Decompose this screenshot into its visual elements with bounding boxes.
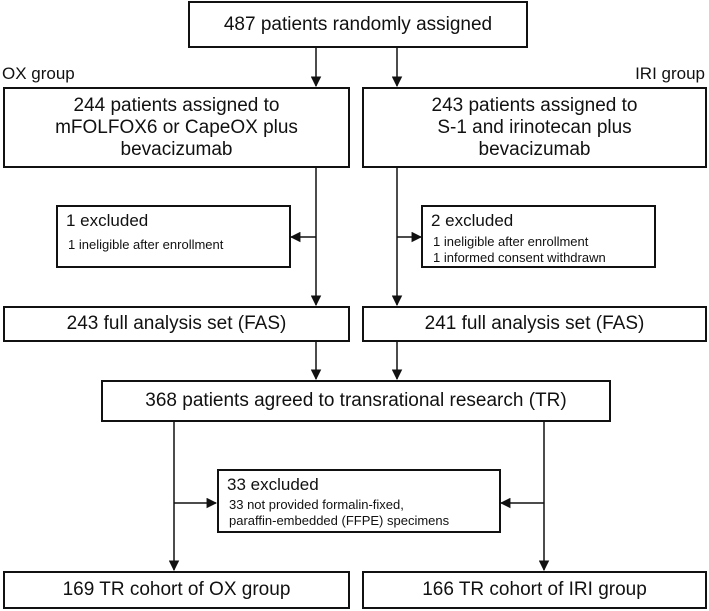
ox-tr-cohort-box: 169 TR cohort of OX group <box>3 571 350 609</box>
ox-assigned-box: 244 patients assigned to mFOLFOX6 or Cap… <box>3 87 350 168</box>
ox-fas-box: 243 full analysis set (FAS) <box>3 306 350 342</box>
tr-excluded-detail-2: paraffin-embedded (FFPE) specimens <box>229 513 450 528</box>
ox-assigned-line-3: bevacizumab <box>120 138 233 160</box>
iri-group-label: IRI group <box>635 64 705 83</box>
iri-assigned-line-3: bevacizumab <box>478 138 591 160</box>
iri-fas-box: 241 full analysis set (FAS) <box>362 306 707 342</box>
randomized-box: 487 patients randomly assigned <box>188 1 528 48</box>
iri-excluded-title: 2 excluded <box>431 211 514 230</box>
ox-assigned-line-2: mFOLFOX6 or CapeOX plus <box>55 116 298 138</box>
ox-group-label: OX group <box>2 64 75 83</box>
ox-tr-cohort-line-1: 169 TR cohort of OX group <box>62 579 291 600</box>
tr-agreed-box: 368 patients agreed to transrational res… <box>101 380 611 422</box>
ox-excluded-title: 1 excluded <box>66 211 149 230</box>
ox-excluded-detail-1: 1 ineligible after enrollment <box>68 237 224 252</box>
randomized-line-1: 487 patients randomly assigned <box>223 13 493 35</box>
iri-assigned-box: 243 patients assigned to S-1 and irinote… <box>362 87 707 168</box>
tr-excluded-box: 33 excluded 33 not provided formalin-fix… <box>217 469 501 533</box>
iri-assigned-line-2: S-1 and irinotecan plus <box>437 116 632 138</box>
tr-agreed-line-1: 368 patients agreed to transrational res… <box>145 390 567 411</box>
iri-tr-cohort-box: 166 TR cohort of IRI group <box>362 571 707 609</box>
ox-fas-line-1: 243 full analysis set (FAS) <box>66 313 287 334</box>
iri-excluded-detail-1: 1 ineligible after enrollment <box>433 234 589 249</box>
ox-assigned-line-1: 244 patients assigned to <box>73 94 280 116</box>
tr-excluded-title: 33 excluded <box>227 475 319 494</box>
tr-excluded-detail-1: 33 not provided formalin-fixed, <box>229 497 404 512</box>
iri-assigned-line-1: 243 patients assigned to <box>431 94 638 116</box>
iri-excluded-box: 2 excluded 1 ineligible after enrollment… <box>421 205 656 268</box>
iri-fas-line-1: 241 full analysis set (FAS) <box>424 313 645 334</box>
iri-excluded-detail-2: 1 informed consent withdrawn <box>433 250 606 265</box>
ox-excluded-box: 1 excluded 1 ineligible after enrollment <box>56 205 291 268</box>
iri-tr-cohort-line-1: 166 TR cohort of IRI group <box>422 579 647 600</box>
